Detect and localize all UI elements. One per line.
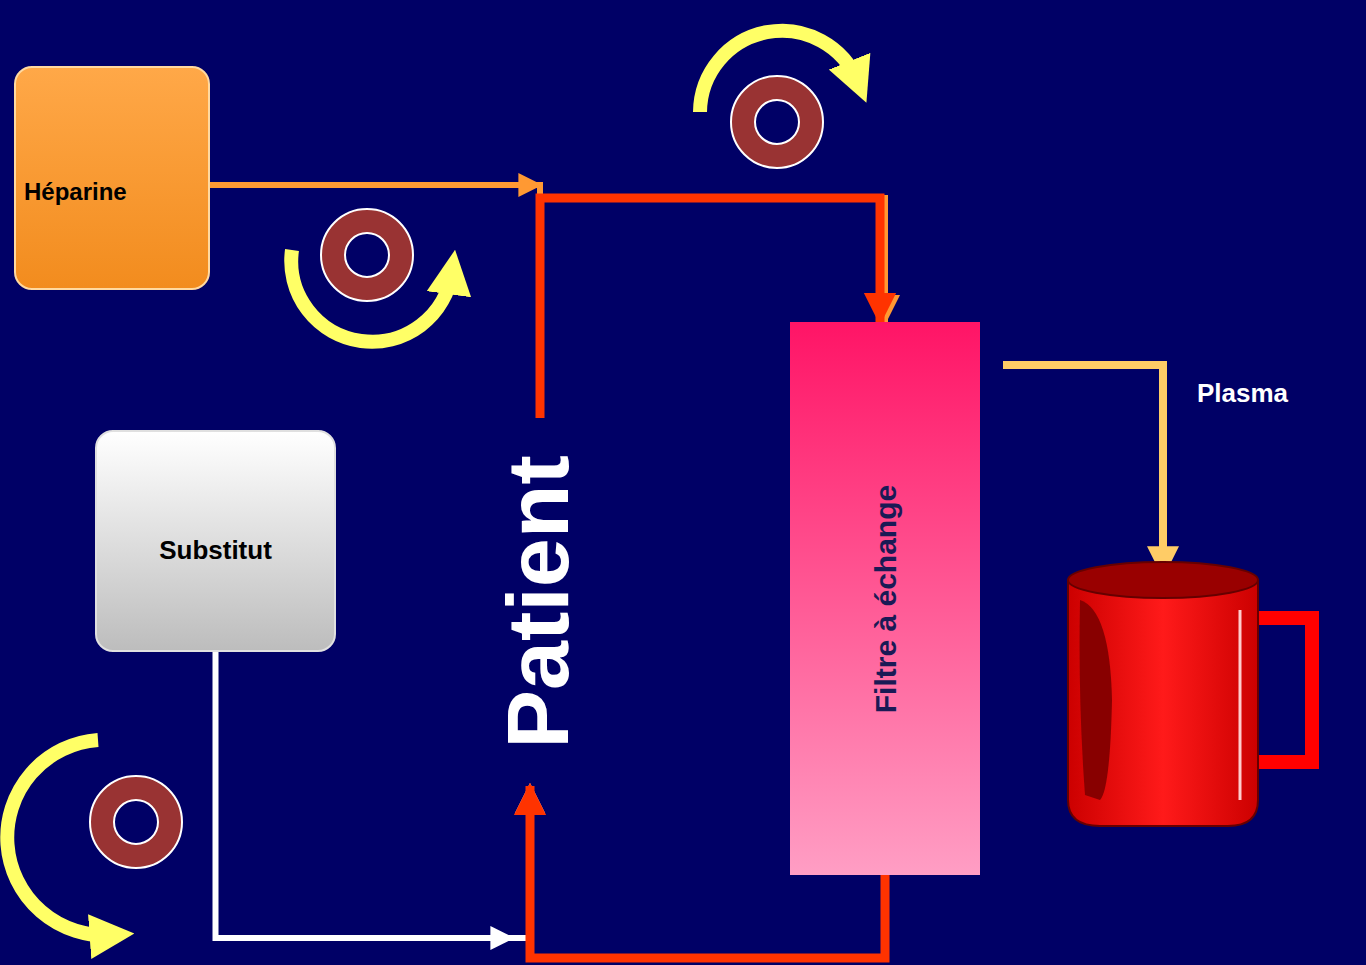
anticoagulant-box: Héparine bbox=[14, 66, 210, 290]
substitute-box: Substitut bbox=[95, 430, 336, 652]
flow-connector bbox=[216, 652, 531, 938]
node-text: Filtre à échange bbox=[869, 484, 902, 712]
exchange-filter: Filtre à échange bbox=[790, 322, 980, 875]
pump-symbol bbox=[7, 740, 182, 935]
node-text: Substitut bbox=[159, 536, 272, 565]
patient-label: Patient bbox=[490, 418, 586, 786]
pump-symbol bbox=[700, 31, 858, 168]
flow-connector bbox=[210, 185, 885, 322]
node-text: Héparine bbox=[24, 179, 127, 205]
output-label: Plasma bbox=[1197, 378, 1288, 409]
node-text: Patient bbox=[490, 455, 587, 748]
plasma-line bbox=[1003, 365, 1163, 575]
pump-symbol bbox=[291, 209, 452, 342]
plasma-mug bbox=[1068, 562, 1312, 826]
